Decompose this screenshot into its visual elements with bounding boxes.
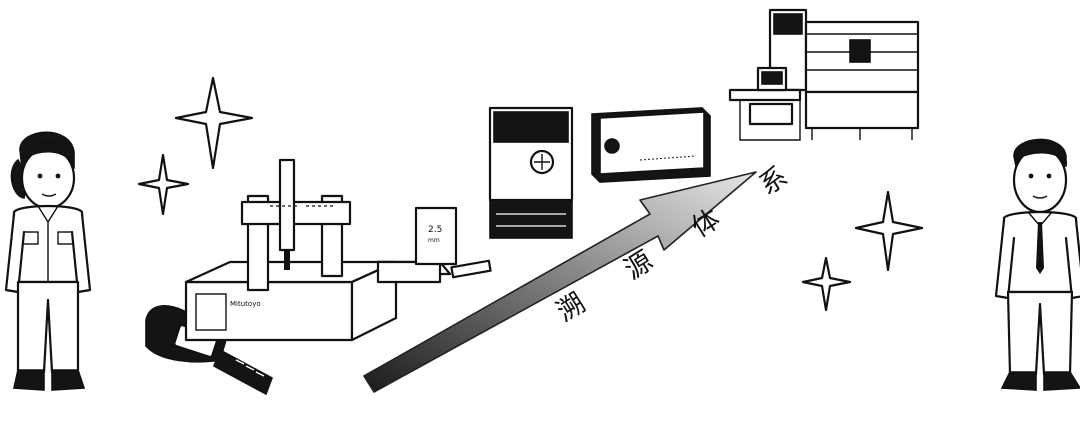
standard-measurement-bench — [730, 10, 918, 140]
cmm-brand-label: Mitutoyo — [230, 300, 261, 308]
sparkle-icon — [176, 78, 252, 168]
sparkle-icon — [803, 258, 850, 310]
calibration-cabinet — [490, 108, 572, 238]
sparkle-icon — [139, 155, 188, 214]
gauge-unit-label: mm — [428, 237, 440, 244]
left-worker-figure — [6, 132, 90, 390]
gauge-block-case: 2.5 mm — [378, 208, 491, 282]
sparkle-icon — [856, 192, 922, 270]
right-worker-figure — [996, 139, 1080, 390]
gauge-value-label: 2.5 — [428, 225, 442, 235]
laser-instrument — [592, 108, 710, 182]
cmm-machine: Mitutoyo — [186, 160, 396, 340]
